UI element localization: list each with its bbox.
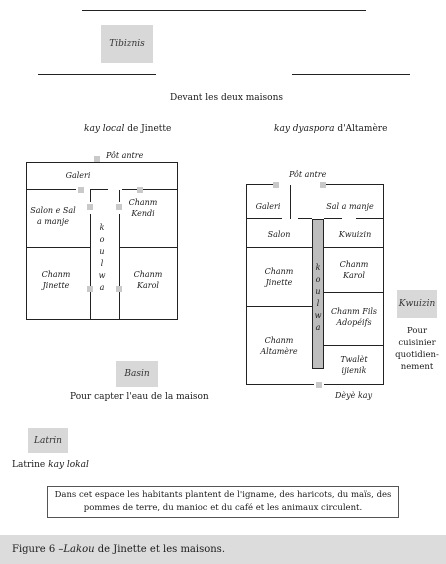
left-house-title-rest: de Jinette <box>124 124 172 134</box>
right-left-sep-2 <box>246 306 312 307</box>
tibiznis-label: Tibiznis <box>109 39 145 49</box>
right-rule <box>292 74 410 75</box>
right-wall-top-a <box>246 184 276 185</box>
left-wall-left <box>26 162 27 320</box>
koulwa-letter: a <box>315 323 321 332</box>
lakou-note: Dans cet espace les habitants plantent d… <box>47 486 399 518</box>
kwuizin-desc: Pour cuisinier quotidien-nement <box>395 326 439 372</box>
left-galeri-door-b <box>137 187 143 193</box>
latrin-box: Latrin <box>28 428 68 453</box>
right-wall-left <box>246 184 247 385</box>
right-right-sep-3 <box>324 345 384 346</box>
left-galeri-door-a <box>78 187 84 193</box>
left-door-jinette <box>87 286 93 292</box>
left-corridor-left-a <box>90 190 91 202</box>
kwuizin-box-label: Kwuizin <box>398 299 436 309</box>
caption-prefix: Figure 6 – <box>12 544 64 555</box>
basin-desc: Pour capter l'eau de la maison <box>70 392 209 402</box>
left-wall-right <box>177 162 178 320</box>
basin-label: Basin <box>124 369 150 379</box>
right-house-title-italic: kay dyaspora <box>274 124 335 134</box>
caption-rest: de Jinette et les maisons. <box>94 544 225 555</box>
right-entry-door-b <box>320 182 326 188</box>
basin-box: Basin <box>116 361 158 387</box>
left-wall-top <box>26 162 178 163</box>
left-door-salon <box>87 204 93 210</box>
right-wall-bottom-a <box>246 384 314 385</box>
left-galeri-wall-c <box>122 189 178 190</box>
left-pot-label: Pôt antre <box>106 151 144 160</box>
right-wall-top-b <box>324 184 384 185</box>
right-wall-right <box>383 184 384 385</box>
koulwa-letter: o <box>99 235 105 244</box>
right-house-title-rest: d'Altamère <box>334 124 388 134</box>
left-door-kendi <box>116 204 122 210</box>
koulwa-letter: o <box>315 275 321 284</box>
left-entry-door <box>94 156 100 162</box>
left-wall-bottom <box>26 319 178 320</box>
latrin-label: Latrin <box>34 435 62 446</box>
left-jinette-label: Chanm Jinette <box>41 270 71 290</box>
right-galeri-wall-a <box>246 218 282 219</box>
right-galeri-label: Galeri <box>255 202 281 211</box>
koulwa-letter: w <box>98 271 106 280</box>
koulwa-letter: k <box>99 223 105 232</box>
right-fils-label: Chanm Fils Adopéifs <box>330 307 378 327</box>
right-right-sep-1 <box>324 247 384 248</box>
left-mid-wall-a <box>26 247 91 248</box>
right-house-title: kay dyaspora d'Altamère <box>274 124 387 134</box>
left-corridor-right-b <box>119 214 120 319</box>
right-galeri-wall-c <box>324 218 342 219</box>
left-rule <box>38 74 156 75</box>
top-line <box>82 10 366 11</box>
koulwa-letter: u <box>315 287 321 296</box>
right-salamanje-label: Sal a manje <box>326 202 374 211</box>
right-entry-door-a <box>273 182 279 188</box>
left-mid-wall-b <box>119 247 178 248</box>
right-pot-label: Pôt antre <box>289 170 327 179</box>
koulwa-letter: l <box>100 259 104 268</box>
right-galeri-divider <box>290 185 291 219</box>
right-deye-label: Dèyè kay <box>335 391 373 400</box>
right-galeri-wall-b <box>298 218 312 219</box>
left-house-title: kay local de Jinette <box>84 124 171 134</box>
caption-italic: Lakou <box>63 544 95 555</box>
left-door-karol <box>116 286 122 292</box>
left-karol-label: Chanm Karol <box>133 270 163 290</box>
right-salon-label: Salon <box>267 230 291 239</box>
right-wall-bottom-b <box>324 384 384 385</box>
latrin-desc: Latrine kay lokal <box>12 460 89 470</box>
left-corridor-left-b <box>90 214 91 319</box>
left-house-title-italic: kay local <box>84 124 125 134</box>
koulwa-letter: u <box>99 247 105 256</box>
koulwa-letter: a <box>99 283 105 292</box>
koulwa-letter: w <box>314 311 322 320</box>
figure-caption: Figure 6 – Lakou de Jinette et les maiso… <box>0 535 446 564</box>
left-corridor-right-a <box>119 190 120 202</box>
right-jinette-label: Chanm Jinette <box>264 267 294 287</box>
left-galeri-wall-b <box>90 189 108 190</box>
devant-label: Devant les deux maisons <box>170 93 284 103</box>
latrin-desc-italic: kay lokal <box>48 460 89 470</box>
right-kwuizin-label: Kwuizin <box>338 230 372 239</box>
koulwa-letter: k <box>315 263 321 272</box>
right-altamere-label: Chanm Altamère <box>260 336 298 356</box>
koulwa-letter: l <box>316 299 320 308</box>
right-right-sep-2 <box>324 292 384 293</box>
left-kendi-label: Chanm Kendi <box>128 198 158 218</box>
latrin-desc-plain: Latrine <box>12 460 49 470</box>
right-corridor <box>312 219 324 369</box>
kwuizin-box: Kwuizin <box>397 290 437 318</box>
right-twalet-label: Twalèt ijienik <box>340 355 368 375</box>
left-salon-label: Salon e Sal a manje <box>30 206 76 226</box>
right-left-sep-1 <box>246 247 312 248</box>
tibiznis-box: Tibiznis <box>101 25 153 63</box>
right-karol-label: Chanm Karol <box>339 260 369 280</box>
left-galeri-wall-a <box>26 189 76 190</box>
right-galeri-wall-d <box>356 218 384 219</box>
left-galeri-label: Galeri <box>65 171 91 180</box>
right-back-door <box>316 382 322 388</box>
